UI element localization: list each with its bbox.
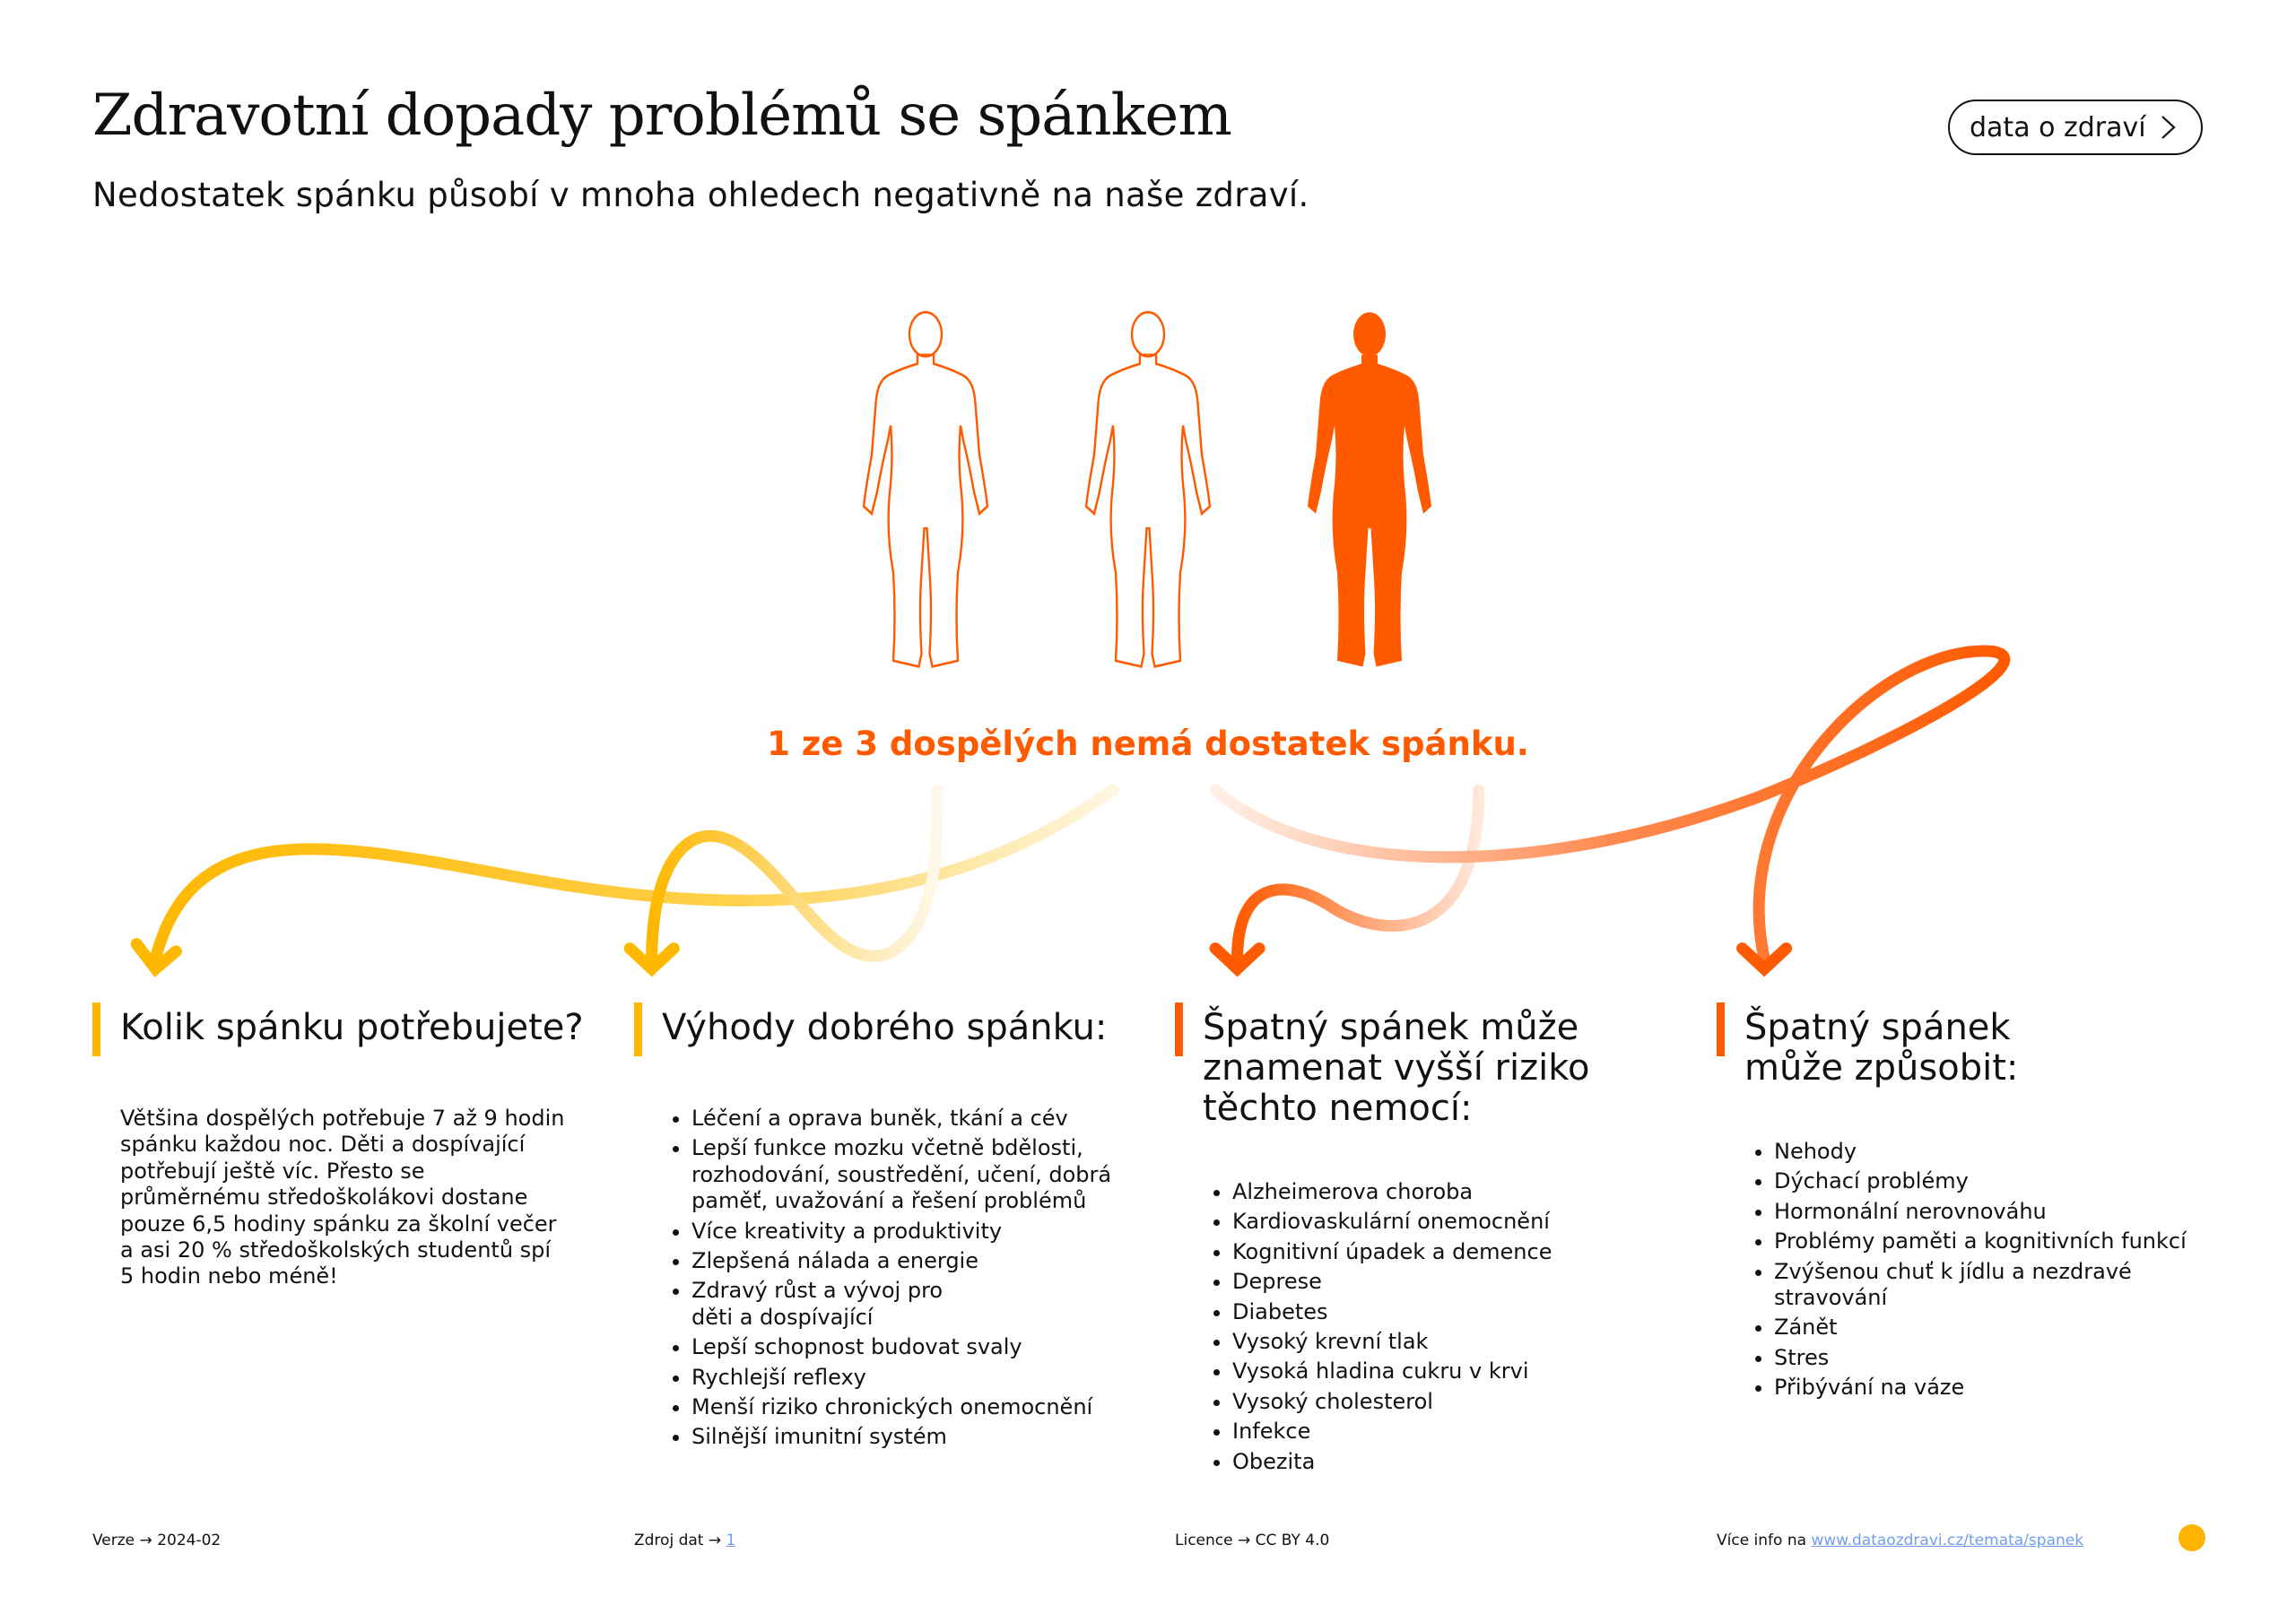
footer-version: Verze → 2024-02 [92,1532,222,1549]
list-item: Problémy paměti a kognitivních funkcí [1774,1228,2258,1254]
source-link[interactable]: 1 [726,1532,736,1549]
button-label: data o zdraví [1970,111,2146,143]
column-sleep-needs: Kolik spánku potřebujete? Většina dospěl… [92,1002,604,1290]
list-item: Obezita [1232,1449,1686,1475]
list-item: Deprese [1232,1269,1686,1295]
list-item: Diabetes [1232,1299,1686,1325]
column-heading: Kolik spánku potřebujete? [120,1007,584,1048]
footer-more-info: Více info na www.dataozdravi.cz/temata/s… [1717,1532,2083,1549]
list-item: Zdravý růst a vývoj pro děti a dospívají… [691,1278,987,1331]
footer-source: Zdroj dat → 1 [634,1532,735,1549]
benefits-list: Léčení a oprava buněk, tkání a cév Lepší… [634,1106,1158,1451]
logo-icon [2179,1524,2205,1551]
curve-yellow-1 [149,784,1119,965]
list-item: Menší riziko chronických onemocnění [691,1394,1158,1420]
list-item: Vysoká hladina cukru v krvi [1232,1358,1686,1384]
list-item: Stres [1774,1345,2258,1371]
list-item: Lepší schopnost budovat svaly [691,1334,1158,1360]
list-item: Lepší funkce mozku včetně bdělosti, rozh… [691,1135,1158,1214]
person-outline-icon [1084,310,1212,668]
more-info-label: Více info na [1717,1532,1807,1549]
list-item: Kardiovaskulární onemocnění [1232,1209,1686,1235]
list-item: Hormonální nerovnováhu [1774,1199,2258,1225]
accent-bar [92,1002,100,1056]
list-item: Více kreativity a produktivity [691,1219,1158,1245]
more-info-link[interactable]: www.dataozdravi.cz/temata/spanek [1811,1532,2084,1549]
list-item: Kognitivní úpadek a demence [1232,1239,1686,1265]
list-item: Léčení a oprava buněk, tkání a cév [691,1106,1158,1132]
person-outline-icon [862,310,989,668]
source-label: Zdroj dat → [634,1532,722,1549]
list-item: Vysoký krevní tlak [1232,1329,1686,1355]
column-heading: Špatný spánek může znamenat vyšší riziko… [1203,1007,1590,1129]
curve-yellow-2 [646,784,944,965]
list-item: Alzheimerova choroba [1232,1179,1686,1205]
curve-orange-2 [1209,645,2011,965]
accent-bar [634,1002,642,1056]
column-benefits: Výhody dobrého spánku: Léčení a oprava b… [634,1002,1145,1454]
list-item: Rychlejší reflexy [691,1365,1158,1391]
list-item: Zánět [1774,1315,2258,1341]
people-figures [0,305,2296,673]
data-o-zdravi-button[interactable]: data o zdraví [1948,100,2203,155]
list-item: Nehody [1774,1139,2258,1165]
list-item: Přibývání na váze [1774,1375,2258,1401]
statistic-tagline: 1 ze 3 dospělých nemá dostatek spánku. [767,725,1529,763]
list-item: Zvýšenou chuť k jídlu a nezdravé stravov… [1774,1259,2151,1312]
column-consequences: Špatný spánek může způsobit: Nehody Dých… [1717,1002,2228,1405]
accent-bar [1717,1002,1725,1056]
curve-orange-1 [1231,784,1485,965]
person-filled-icon [1308,312,1431,667]
list-item: Silnější imunitní systém [691,1424,1158,1450]
disease-list: Alzheimerova choroba Kardiovaskulární on… [1175,1179,1686,1475]
column-text: Většina dospělých potřebuje 7 až 9 hodin… [120,1106,565,1289]
footer-license: Licence → CC BY 4.0 [1175,1532,1330,1549]
page-subtitle: Nedostatek spánku působí v mnoha ohledec… [92,176,1309,214]
list-item: Vysoký cholesterol [1232,1389,1686,1415]
list-item: Dýchací problémy [1774,1168,2258,1194]
column-heading: Špatný spánek může způsobit: [1744,1007,2019,1089]
column-heading: Výhody dobrého spánku: [662,1007,1108,1048]
chevron-right-icon [2161,116,2176,139]
consequences-list: Nehody Dýchací problémy Hormonální nerov… [1717,1139,2258,1402]
list-item: Infekce [1232,1419,1686,1445]
column-disease-risks: Špatný spánek může znamenat vyšší riziko… [1175,1002,1686,1479]
list-item: Zlepšená nálada a energie [691,1248,1158,1274]
accent-bar [1175,1002,1183,1056]
page-title: Zdravotní dopady problémů se spánkem [92,82,1232,149]
